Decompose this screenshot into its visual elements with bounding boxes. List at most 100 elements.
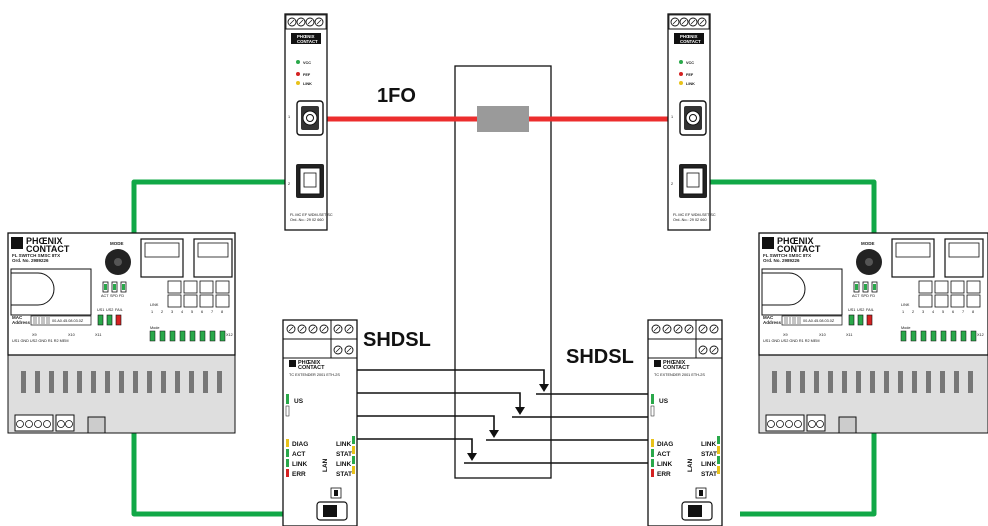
svg-text:CONTACT: CONTACT bbox=[298, 365, 325, 371]
svg-text:Ord. No. 2989226: Ord. No. 2989226 bbox=[763, 258, 800, 263]
link-led bbox=[679, 81, 683, 85]
svg-text:ACT: ACT bbox=[292, 451, 305, 458]
svg-text:6: 6 bbox=[952, 310, 954, 314]
svg-text:MODE: MODE bbox=[861, 241, 875, 246]
svg-text:4: 4 bbox=[181, 310, 183, 314]
svg-text:LINK: LINK bbox=[901, 303, 910, 307]
svg-text:US: US bbox=[659, 398, 669, 405]
svg-text:FL MC EF WDM-SET SC: FL MC EF WDM-SET SC bbox=[673, 213, 716, 217]
svg-text:VCC: VCC bbox=[303, 61, 311, 65]
vcc-led bbox=[296, 60, 300, 64]
ethernet-cables bbox=[131, 179, 877, 517]
svg-text:FD: FD bbox=[119, 294, 124, 298]
svg-text:US2: US2 bbox=[857, 308, 864, 312]
svg-text:1: 1 bbox=[151, 310, 153, 314]
svg-text:PHŒNIX: PHŒNIX bbox=[680, 34, 698, 39]
svg-text:PHŒNIX: PHŒNIX bbox=[777, 236, 814, 246]
svg-text:X12: X12 bbox=[226, 333, 233, 337]
svg-text:2: 2 bbox=[912, 310, 914, 314]
svg-text:SPD: SPD bbox=[110, 294, 118, 298]
svg-text:CONTACT: CONTACT bbox=[26, 244, 70, 254]
shdsl-label-left: SHDSL bbox=[363, 329, 431, 351]
svg-text:FAIL: FAIL bbox=[115, 308, 123, 312]
ethernet-cable-top-right bbox=[706, 179, 877, 235]
svg-text:X10: X10 bbox=[819, 333, 826, 337]
svg-text:LINK: LINK bbox=[336, 461, 351, 468]
svg-text:ERR: ERR bbox=[657, 471, 671, 478]
svg-text:FL SWITCH SMSC 8TX: FL SWITCH SMSC 8TX bbox=[763, 253, 811, 258]
svg-text:FEF: FEF bbox=[303, 73, 311, 77]
svg-text:STAT: STAT bbox=[336, 471, 352, 478]
fiber-label: 1FO bbox=[377, 85, 416, 107]
svg-text:FEF: FEF bbox=[686, 73, 694, 77]
svg-text:CONTACT: CONTACT bbox=[297, 39, 318, 44]
svg-text:Address: Address bbox=[763, 320, 782, 325]
svg-text:Mode: Mode bbox=[901, 326, 911, 330]
fef-led bbox=[679, 72, 683, 76]
shdsl-wires bbox=[357, 369, 660, 464]
fef-led bbox=[296, 72, 300, 76]
shdsl-extender-right: PHŒNIX CONTACT TC EXTENDER 2001 ETH-2S U… bbox=[647, 319, 723, 526]
svg-text:2: 2 bbox=[671, 182, 673, 186]
svg-text:CONTACT: CONTACT bbox=[663, 365, 690, 371]
svg-text:LINK: LINK bbox=[657, 461, 672, 468]
svg-text:8: 8 bbox=[972, 310, 974, 314]
svg-text:DIAG: DIAG bbox=[657, 441, 673, 448]
svg-text:STAT: STAT bbox=[701, 471, 717, 478]
svg-text:FD: FD bbox=[870, 294, 875, 298]
svg-text:Ord.-No.: 29 02 660: Ord.-No.: 29 02 660 bbox=[290, 218, 324, 222]
svg-text:MODE: MODE bbox=[110, 241, 124, 246]
svg-text:FL MC EF WDM-SET SC: FL MC EF WDM-SET SC bbox=[290, 213, 333, 217]
svg-text:US1 GND US2 GND R1 R2 MEM: US1 GND US2 GND R1 R2 MEM bbox=[12, 339, 69, 343]
svg-text:6: 6 bbox=[201, 310, 203, 314]
svg-text:STAT: STAT bbox=[336, 451, 352, 458]
svg-text:LAN: LAN bbox=[322, 458, 329, 472]
fiber-route-box bbox=[454, 65, 552, 479]
svg-text:VCC: VCC bbox=[686, 61, 694, 65]
svg-text:X9: X9 bbox=[783, 333, 788, 337]
svg-text:1: 1 bbox=[671, 115, 673, 119]
svg-text:PHŒNIX: PHŒNIX bbox=[26, 236, 63, 246]
ethernet-switch-right: PHŒNIX CONTACT FL SWITCH SMSC 8TX Ord. N… bbox=[758, 232, 988, 434]
svg-text:TC EXTENDER 2001 ETH-2S: TC EXTENDER 2001 ETH-2S bbox=[654, 373, 705, 377]
ethernet-cable-top-left bbox=[131, 179, 292, 235]
svg-text:US2: US2 bbox=[106, 308, 113, 312]
shdsl-label-right: SHDSL bbox=[566, 346, 634, 368]
svg-text:LINK: LINK bbox=[150, 303, 159, 307]
svg-text:00.A0.45.08.03.0Z: 00.A0.45.08.03.0Z bbox=[803, 319, 835, 323]
svg-text:PHŒNIX: PHŒNIX bbox=[663, 360, 686, 366]
svg-text:X9: X9 bbox=[32, 333, 37, 337]
svg-text:US1: US1 bbox=[848, 308, 855, 312]
link-led bbox=[296, 81, 300, 85]
svg-text:LINK: LINK bbox=[701, 461, 716, 468]
svg-text:X11: X11 bbox=[846, 333, 852, 337]
svg-text:2: 2 bbox=[288, 182, 290, 186]
svg-text:8: 8 bbox=[221, 310, 223, 314]
vcc-led bbox=[679, 60, 683, 64]
svg-text:PHŒNIX: PHŒNIX bbox=[297, 34, 315, 39]
svg-text:LINK: LINK bbox=[686, 82, 695, 86]
svg-text:Ord.-No.: 29 02 660: Ord.-No.: 29 02 660 bbox=[673, 218, 707, 222]
svg-text:5: 5 bbox=[191, 310, 193, 314]
phoenix-logo bbox=[291, 33, 321, 44]
svg-text:DIAG: DIAG bbox=[292, 441, 308, 448]
svg-text:2: 2 bbox=[161, 310, 163, 314]
svg-text:Address: Address bbox=[12, 320, 31, 325]
svg-text:TC EXTENDER 2001 ETH-2S: TC EXTENDER 2001 ETH-2S bbox=[289, 373, 340, 377]
svg-text:ACT: ACT bbox=[852, 294, 860, 298]
svg-text:LAN: LAN bbox=[687, 458, 694, 472]
svg-text:X10: X10 bbox=[68, 333, 75, 337]
svg-text:FAIL: FAIL bbox=[866, 308, 874, 312]
svg-text:MAC: MAC bbox=[763, 315, 774, 320]
svg-text:US: US bbox=[294, 398, 304, 405]
svg-text:LINK: LINK bbox=[292, 461, 307, 468]
media-converter-left: PHŒNIX CONTACT VCC FEF LINK 1 2 FL MC EF… bbox=[284, 13, 333, 231]
phoenix-logo bbox=[674, 33, 704, 44]
svg-text:3: 3 bbox=[922, 310, 924, 314]
svg-text:X11: X11 bbox=[95, 333, 101, 337]
svg-text:CONTACT: CONTACT bbox=[680, 39, 701, 44]
svg-text:LINK: LINK bbox=[336, 441, 351, 448]
svg-text:MAC: MAC bbox=[12, 315, 23, 320]
media-converter-right: PHŒNIX CONTACT VCC FEF LINK 1 2 FL MC EF… bbox=[667, 13, 716, 231]
